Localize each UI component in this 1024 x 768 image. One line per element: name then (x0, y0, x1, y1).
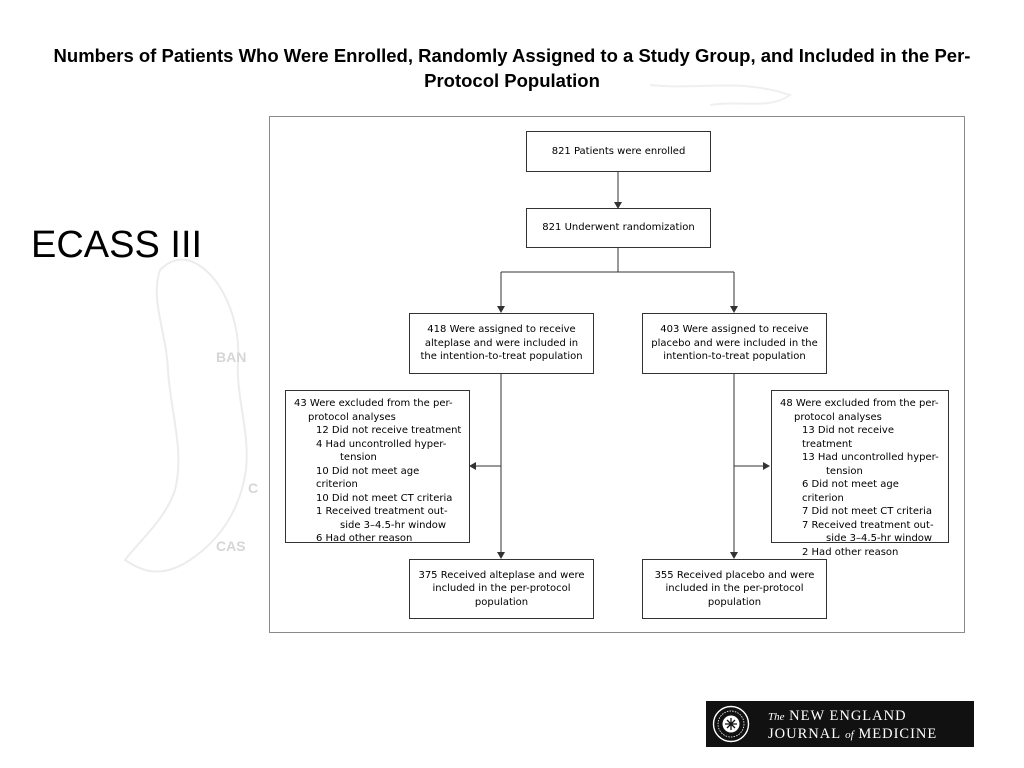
arrowhead-left-exclusion (469, 462, 476, 470)
arrowhead-down-placebo-pp (730, 552, 738, 559)
exclusion-header: 43 Were excluded from the per- protocol … (294, 397, 463, 424)
box-alteplase-per-protocol: 375 Received alteplase and were included… (409, 559, 594, 619)
map-outline-shape (123, 258, 248, 573)
exclusion-reason-text: 10 Did not meet age criterion (316, 465, 420, 491)
exclusion-header-line: protocol analyses (794, 411, 882, 423)
exclusion-header: 48 Were excluded from the per- protocol … (780, 397, 942, 424)
exclusion-reason-text: 4 Had uncontrolled hyper- (316, 438, 447, 450)
box-alteplase-excluded: 43 Were excluded from the per- protocol … (285, 390, 470, 546)
box-placebo-per-protocol: 355 Received placebo and were included i… (642, 559, 827, 619)
exclusion-reason-text: side 3–4.5-hr window (340, 519, 447, 531)
logo-new-england: NEW ENGLAND (789, 708, 907, 724)
map-text-ban: BAN (216, 349, 246, 365)
box-enrolled-text: 821 Patients were enrolled (551, 145, 686, 157)
exclusion-reason-text: 6 Had other reason (316, 533, 413, 544)
exclusion-reason-text: tension (340, 452, 377, 463)
exclusion-reason: 12 Did not receive treatment (294, 424, 463, 438)
arrowhead-down-randomized (614, 202, 622, 209)
box-alteplase-assigned: 418 Were assigned to receive alteplase a… (409, 313, 594, 374)
logo-of: of (845, 728, 854, 741)
box-enrolled: 821 Patients were enrolled (526, 131, 711, 172)
exclusion-reason: 7 Received treatment out-side 3–4.5-hr w… (780, 519, 942, 546)
nejm-seal-icon (712, 705, 750, 743)
exclusion-reason: 10 Did not meet age criterion (294, 465, 463, 492)
exclusion-reason-text: 13 Had uncontrolled hyper- (802, 452, 939, 463)
box-alteplase-per-protocol-text: 375 Received alteplase and were included… (418, 569, 585, 608)
arrowhead-down-alteplase-pp (497, 552, 505, 559)
nejm-wordmark: The NEW ENGLAND JOURNAL of MEDICINE (768, 708, 937, 743)
exclusion-reason: 13 Had uncontrolled hyper-tension (780, 451, 942, 478)
box-alteplase-assigned-text: 418 Were assigned to receive alteplase a… (420, 324, 583, 363)
arrowhead-down-placebo (730, 306, 738, 313)
exclusion-reason-text: side 3–4.5-hr window (826, 533, 933, 544)
box-placebo-per-protocol-text: 355 Received placebo and were included i… (654, 569, 815, 608)
exclusion-reason-text: 6 Did not meet age criterion (802, 479, 899, 504)
exclusion-reason: 2 Had other reason (780, 546, 942, 560)
exclusion-header-line: 48 Were excluded from the per- (780, 398, 939, 409)
nejm-logo: The NEW ENGLAND JOURNAL of MEDICINE (706, 701, 974, 747)
map-text-cas: CAS (216, 538, 246, 554)
slide-title: Numbers of Patients Who Were Enrolled, R… (53, 45, 971, 91)
logo-journal: JOURNAL (768, 725, 841, 742)
box-randomized: 821 Underwent randomization (526, 208, 711, 248)
exclusion-reason: 7 Did not meet CT criteria (780, 505, 942, 519)
map-text-c: C (248, 480, 258, 496)
exclusion-reason: 6 Had other reason (294, 532, 463, 546)
exclusion-reason: 6 Did not meet age criterion (780, 478, 942, 505)
exclusion-reason: 1 Received treatment out-side 3–4.5-hr w… (294, 505, 463, 532)
logo-medicine: MEDICINE (858, 725, 938, 742)
exclusion-reason-text: 13 Did not receive treatment (802, 425, 895, 450)
box-randomized-text: 821 Underwent randomization (542, 222, 695, 234)
logo-the: The (768, 711, 785, 723)
exclusion-header-line: 43 Were excluded from the per- (294, 398, 453, 409)
box-placebo-assigned-text: 403 Were assigned to receive placebo and… (651, 324, 818, 363)
box-placebo-assigned: 403 Were assigned to receive placebo and… (642, 313, 827, 374)
exclusion-reason-text: 7 Received treatment out- (802, 519, 934, 531)
exclusion-reason: 10 Did not meet CT criteria (294, 492, 463, 506)
exclusion-reason-text: 10 Did not meet CT criteria (316, 492, 453, 504)
exclusion-reason-text: 7 Did not meet CT criteria (802, 506, 932, 517)
exclusion-reason-text: 1 Received treatment out- (316, 506, 448, 517)
exclusion-reason-text: 12 Did not receive treatment (316, 425, 462, 436)
exclusion-reason-text: tension (826, 465, 863, 477)
trial-name-label: ECASS III (31, 224, 203, 266)
exclusion-reason: 13 Did not receive treatment (780, 424, 942, 451)
arrowhead-down-alteplase (497, 306, 505, 313)
map-outline-coast (649, 84, 793, 106)
exclusion-header-line: protocol analyses (308, 411, 396, 423)
exclusion-reason: 4 Had uncontrolled hyper-tension (294, 438, 463, 465)
arrowhead-right-exclusion (763, 462, 770, 470)
exclusion-reason-text: 2 Had other reason (802, 546, 899, 558)
box-placebo-excluded: 48 Were excluded from the per- protocol … (771, 390, 949, 558)
